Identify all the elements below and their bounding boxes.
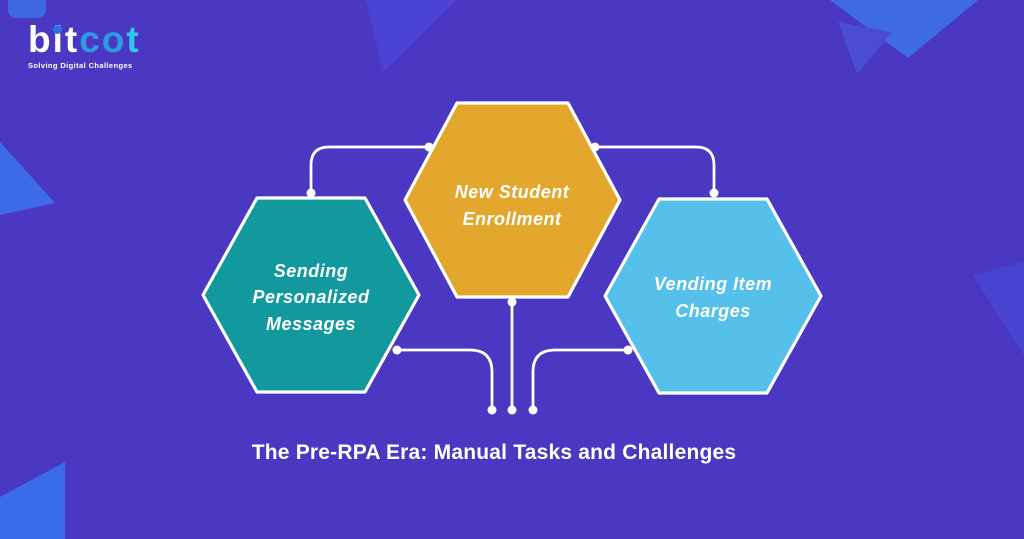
dot-bottom-center <box>507 405 517 415</box>
connector-yellow-to-teal <box>309 145 431 195</box>
decor-square-top-left-icon <box>8 0 46 18</box>
label-vending-line2: Charges <box>675 301 751 321</box>
dot-yellow-left <box>424 142 434 152</box>
logo-i-dot-icon <box>53 25 62 34</box>
hexagon-group <box>201 101 823 395</box>
dot-teal-right <box>392 345 402 355</box>
dot-bottom-left <box>487 405 497 415</box>
bitcot-logo-wordmark: bitcot <box>28 20 141 60</box>
logo-text-blue: co <box>79 19 127 60</box>
label-sending-line2: Personalized <box>252 287 370 307</box>
connector-yellow-to-blue <box>593 145 716 195</box>
logo-text-cyan: t <box>126 19 141 60</box>
dot-teal-top <box>306 188 316 198</box>
dot-blue-top <box>709 188 719 198</box>
dot-bottom-right <box>528 405 538 415</box>
label-enrollment-line2: Enrollment <box>462 209 562 229</box>
label-sending-line1: Sending <box>274 261 349 281</box>
bitcot-logo: bitcot Solving Digital Challenges <box>28 20 141 71</box>
connector-teal-down <box>395 348 494 412</box>
decor-triangle-top-center-icon <box>366 0 457 72</box>
logo-text-white: bit <box>28 19 80 60</box>
hexagon-new-student-enrollment <box>403 101 622 299</box>
hexagon-labels: Sending Personalized Messages New Studen… <box>252 182 772 334</box>
logo-tagline: Solving Digital Challenges <box>28 61 133 70</box>
label-enrollment-line1: New Student <box>455 182 570 202</box>
decor-shape-bottom-left-icon <box>0 462 65 539</box>
dot-blue-left <box>623 345 633 355</box>
dot-yellow-right <box>590 142 600 152</box>
decor-triangle-left-icon <box>0 142 55 215</box>
hexagon-sending-personalized-messages <box>201 196 421 394</box>
connector-dots <box>306 142 719 415</box>
page-title: The Pre-RPA Era: Manual Tasks and Challe… <box>252 441 737 464</box>
dot-yellow-bottom <box>507 297 517 307</box>
label-sending-line3: Messages <box>266 314 356 334</box>
hexagon-vending-item-charges <box>603 197 823 395</box>
decor-triangle-right-icon <box>973 262 1024 356</box>
decor-triangle-top-right-icon <box>830 0 978 58</box>
label-vending-line1: Vending Item <box>654 274 772 294</box>
connectors <box>309 145 716 412</box>
decor-triangle-top-right-small-icon <box>838 22 892 74</box>
connector-blue-down <box>531 348 630 412</box>
